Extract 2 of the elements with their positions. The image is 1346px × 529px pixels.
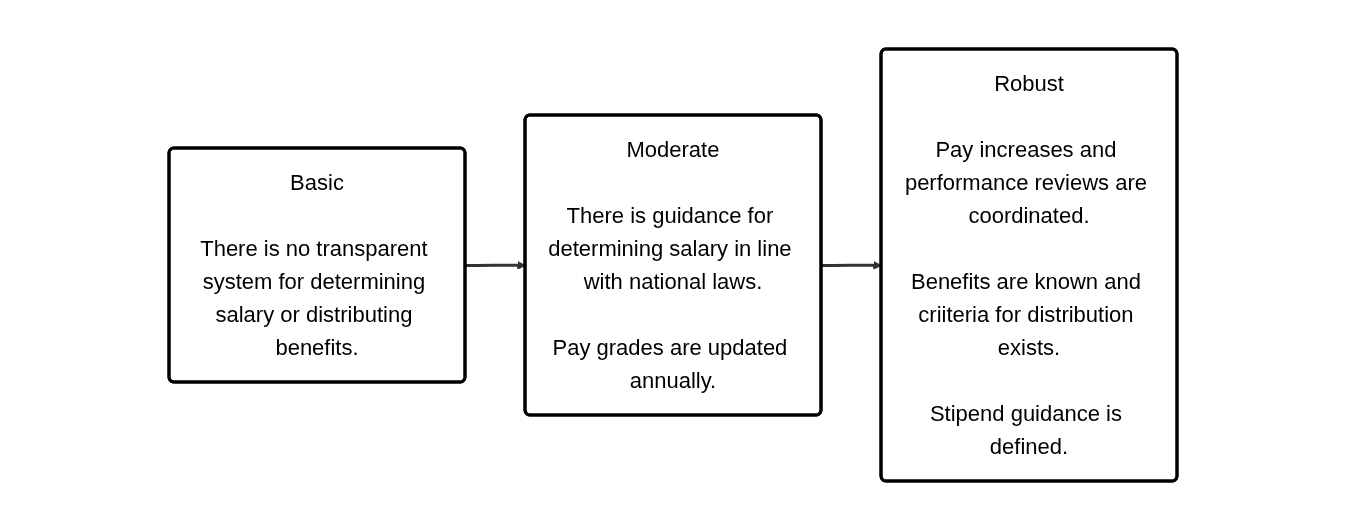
arrow [821,260,882,270]
arrow [465,260,526,270]
